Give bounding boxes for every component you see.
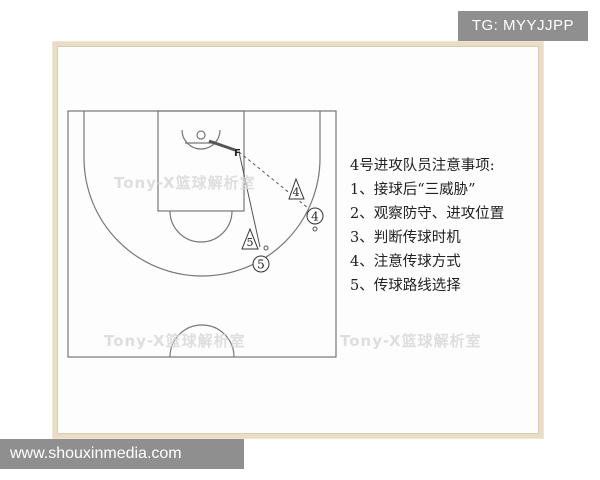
- tg-handle-badge: TG: MYYJJPP: [457, 11, 588, 41]
- notes-title: 4号进攻队员注意事项:: [350, 158, 495, 174]
- watermark-top-left: Tony-X篮球解析室: [114, 174, 256, 192]
- defender-5: 5: [241, 227, 259, 250]
- notes-item: 2、观察防守、进攻位置: [350, 206, 505, 222]
- svg-text:4: 4: [311, 210, 319, 224]
- paint-lane: [157, 110, 245, 212]
- defender-4: 4: [288, 177, 305, 200]
- svg-text:4: 4: [293, 186, 300, 199]
- three-point-line: [83, 111, 321, 277]
- free-throw-circle: [169, 210, 233, 243]
- notes-item: 1、接球后“三威胁”: [350, 182, 476, 198]
- movement-line: [238, 151, 261, 248]
- center-circle: [169, 324, 235, 358]
- website-badge[interactable]: www.shouxinmedia.com: [0, 439, 244, 469]
- restricted-arc: [181, 129, 221, 150]
- dot-marker: [312, 226, 318, 232]
- dot-marker: [263, 245, 269, 251]
- watermark-bottom-left: Tony-X篮球解析室: [104, 332, 246, 350]
- notes-item: 5、传球路线选择: [350, 278, 461, 294]
- notes-panel: 4号进攻队员注意事项: 1、接球后“三威胁” 2、观察防守、进攻位置 3、判断传…: [350, 154, 550, 298]
- notes-item: 3、判断传球时机: [350, 230, 461, 246]
- offense-player-5: 5: [252, 255, 270, 273]
- diagram-frame: [53, 42, 543, 438]
- watermark-bottom-right: Tony-X篮球解析室: [340, 332, 482, 350]
- svg-text:5: 5: [257, 258, 265, 272]
- action-line: [208, 139, 236, 152]
- passer-marker: F: [234, 148, 241, 159]
- court-boundary: [67, 110, 337, 358]
- svg-text:5: 5: [247, 236, 254, 249]
- offense-player-4: 4: [306, 207, 324, 225]
- basket-rim: [196, 130, 206, 140]
- notes-item: 4、注意传球方式: [350, 254, 461, 270]
